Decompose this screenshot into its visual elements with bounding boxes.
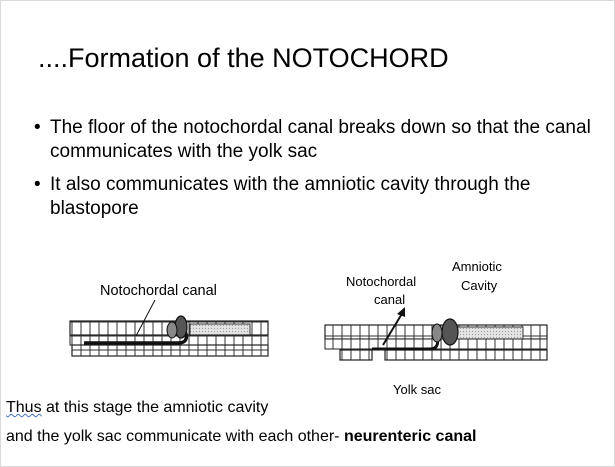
right-endoderm-right	[384, 349, 548, 361]
amniotic-label: Amniotic	[452, 259, 502, 274]
footer-line-2: and the yolk sac communicate with each o…	[6, 427, 476, 447]
right-notochordal-label: Notochordal	[346, 274, 417, 289]
bullet-dot: •	[34, 117, 41, 138]
right-arrow-head	[397, 307, 405, 317]
right-label-arrow	[382, 311, 404, 346]
yolk-sac-label: Yolk sac	[393, 382, 441, 397]
right-primitive-node	[441, 318, 459, 346]
right-embryo-drawing	[324, 307, 548, 361]
left-label-leader	[135, 299, 156, 337]
bullet-dot: •	[34, 174, 41, 195]
slide-title: ....Formation of the NOTOCHORD	[38, 43, 449, 73]
left-notochordal-canal-label: Notochordal canal	[100, 283, 217, 299]
cavity-label: Cavity	[461, 278, 498, 293]
left-endoderm-cells	[71, 344, 269, 357]
bullet-item: • The floor of the notochordal canal bre…	[34, 116, 604, 164]
neurenteric-canal-term: neurenteric canal	[343, 428, 477, 445]
footer-line-2-text: and the yolk sac communicate with each o…	[6, 428, 344, 445]
right-endoderm-left	[339, 349, 373, 361]
footer-line-1-text: at this stage the amniotic cavity	[41, 399, 269, 416]
left-embryo-drawing	[69, 299, 269, 357]
right-node-shadow	[431, 323, 443, 343]
left-node-shadow	[166, 321, 178, 339]
right-canal-label: canal	[374, 292, 406, 307]
footer-thus-word: Thus	[6, 399, 42, 416]
footer-line-1: Thus at this stage the amniotic cavity	[6, 398, 268, 418]
bullet-item: • It also communicates with the amniotic…	[34, 173, 604, 221]
bullet-text: It also communicates with the amniotic c…	[50, 174, 531, 219]
bullet-text: The floor of the notochordal canal break…	[50, 117, 591, 162]
bullet-list: • The floor of the notochordal canal bre…	[34, 116, 604, 230]
